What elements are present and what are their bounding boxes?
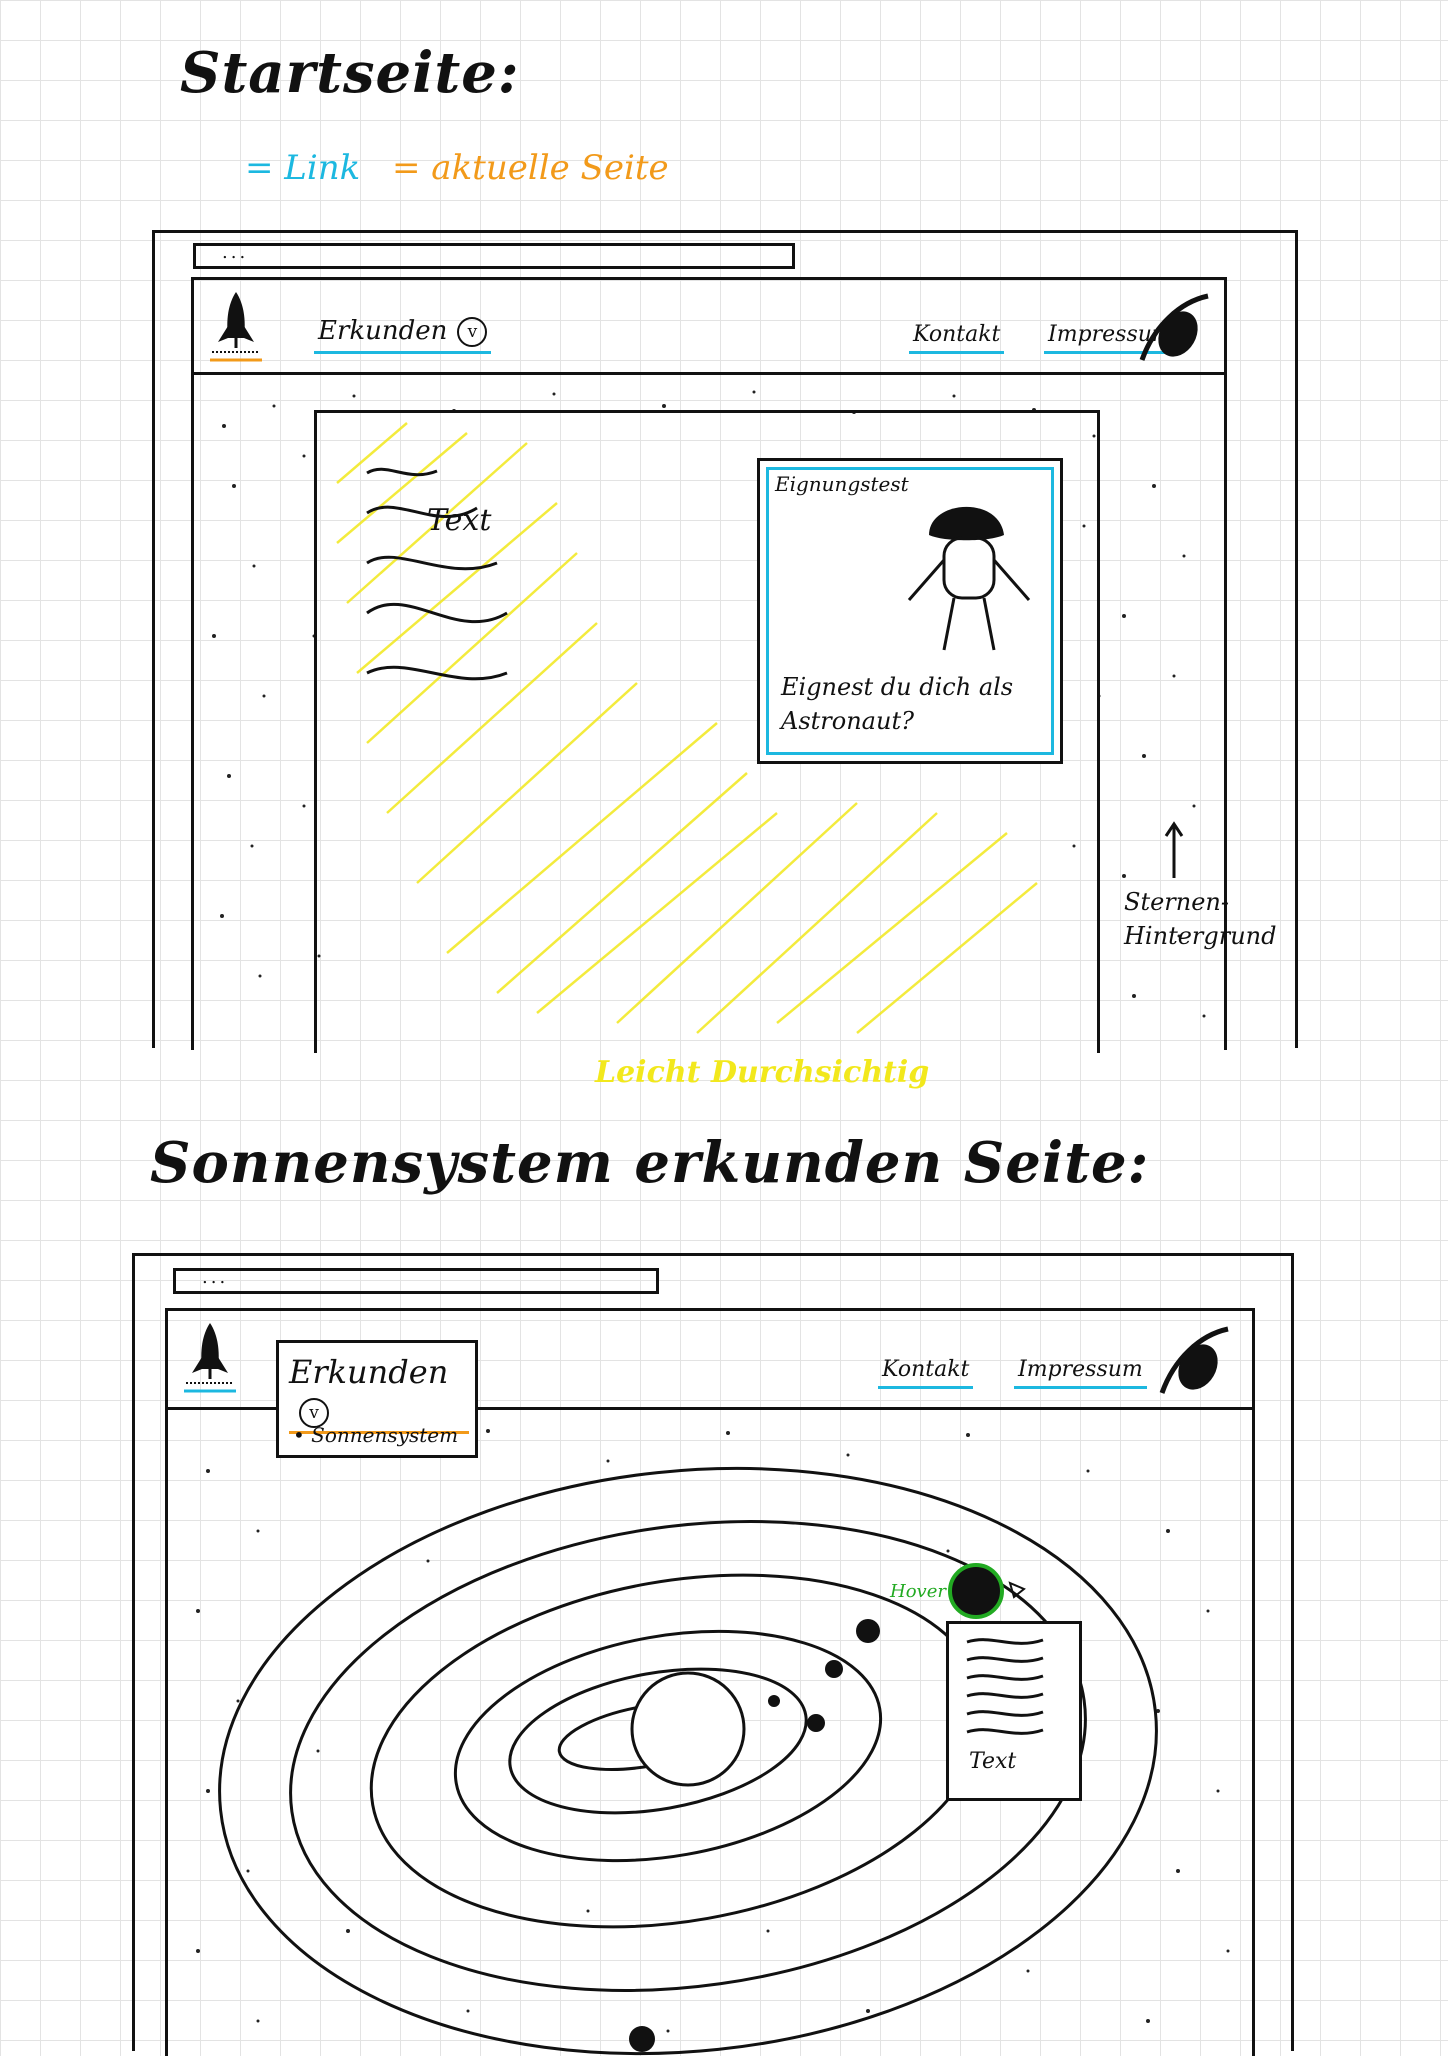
arrow-up-icon bbox=[1164, 821, 1184, 878]
info-text-label: Text bbox=[969, 1749, 1017, 1774]
solar-browser-window: ... Kontakt Impressum bbox=[132, 1253, 1294, 2056]
chevron-down-icon: v bbox=[457, 317, 488, 347]
nav-explore-dropdown[interactable]: Erkunden v bbox=[314, 316, 492, 354]
hover-label: Hover bbox=[890, 1581, 946, 1602]
start-page-heading: Startseite: bbox=[180, 40, 520, 106]
text-placeholder-lines bbox=[366, 467, 508, 681]
chevron-down-icon: v bbox=[299, 1397, 329, 1428]
dropdown-item-solar-system[interactable]: • Sonnensystem bbox=[293, 1423, 459, 1447]
solar-url-bar[interactable]: ... bbox=[173, 1268, 659, 1294]
astronaut-icon bbox=[907, 506, 1031, 651]
eye-logo-icon[interactable] bbox=[1134, 286, 1214, 366]
yellow-transparency-hatching bbox=[336, 422, 1038, 1034]
explore-dropdown-menu[interactable]: Erkunden v • Sonnensystem bbox=[276, 1340, 478, 1458]
rocket-icon[interactable] bbox=[180, 1317, 240, 1397]
aptitude-test-card[interactable]: Eignungstest Eignest du dich als Astrona… bbox=[757, 458, 1063, 764]
planet-info-card: Text bbox=[946, 1621, 1082, 1801]
transparency-note: Leicht Durchsichtig bbox=[595, 1055, 930, 1090]
test-card-question: Eignest du dich als Astronaut? bbox=[781, 673, 1014, 735]
nav-contact-link[interactable]: Kontakt bbox=[878, 1357, 974, 1389]
solar-system-diagram bbox=[196, 1429, 1230, 2056]
cursor-icon bbox=[1008, 1581, 1026, 1599]
nav-explore-label: Erkunden bbox=[318, 316, 448, 346]
legend-link: = Link bbox=[245, 148, 361, 188]
legend-current-page: = aktuelle Seite bbox=[392, 148, 669, 188]
test-card-title: Eignungstest bbox=[775, 472, 909, 496]
content-text-label: Text bbox=[427, 503, 492, 538]
nav-imprint-link[interactable]: Impressum bbox=[1014, 1357, 1147, 1389]
dropdown-item-label: Sonnensystem bbox=[311, 1423, 459, 1447]
info-text-lines bbox=[966, 1638, 1044, 1735]
dropdown-explore-header[interactable]: Erkunden v bbox=[289, 1353, 469, 1434]
star-background-note: Sternen-Hintergrund bbox=[1124, 888, 1277, 950]
solar-page: Kontakt Impressum bbox=[165, 1308, 1255, 2056]
solar-page-heading: Sonnensystem erkunden Seite: bbox=[150, 1130, 1150, 1196]
test-card-link-frame[interactable]: Eignungstest Eignest du dich als Astrona… bbox=[766, 467, 1054, 755]
eye-logo-icon[interactable] bbox=[1154, 1319, 1234, 1399]
main-content-panel: Text Eignungstest Eignest du dich als As… bbox=[314, 410, 1100, 1053]
nav-contact-link[interactable]: Kontakt bbox=[909, 322, 1005, 354]
start-url-bar[interactable]: ... bbox=[193, 243, 795, 269]
solar-navbar: Kontakt Impressum bbox=[168, 1311, 1252, 1410]
rocket-icon[interactable] bbox=[206, 286, 266, 366]
star-background bbox=[212, 390, 1206, 1018]
dropdown-explore-label: Erkunden bbox=[289, 1353, 449, 1391]
